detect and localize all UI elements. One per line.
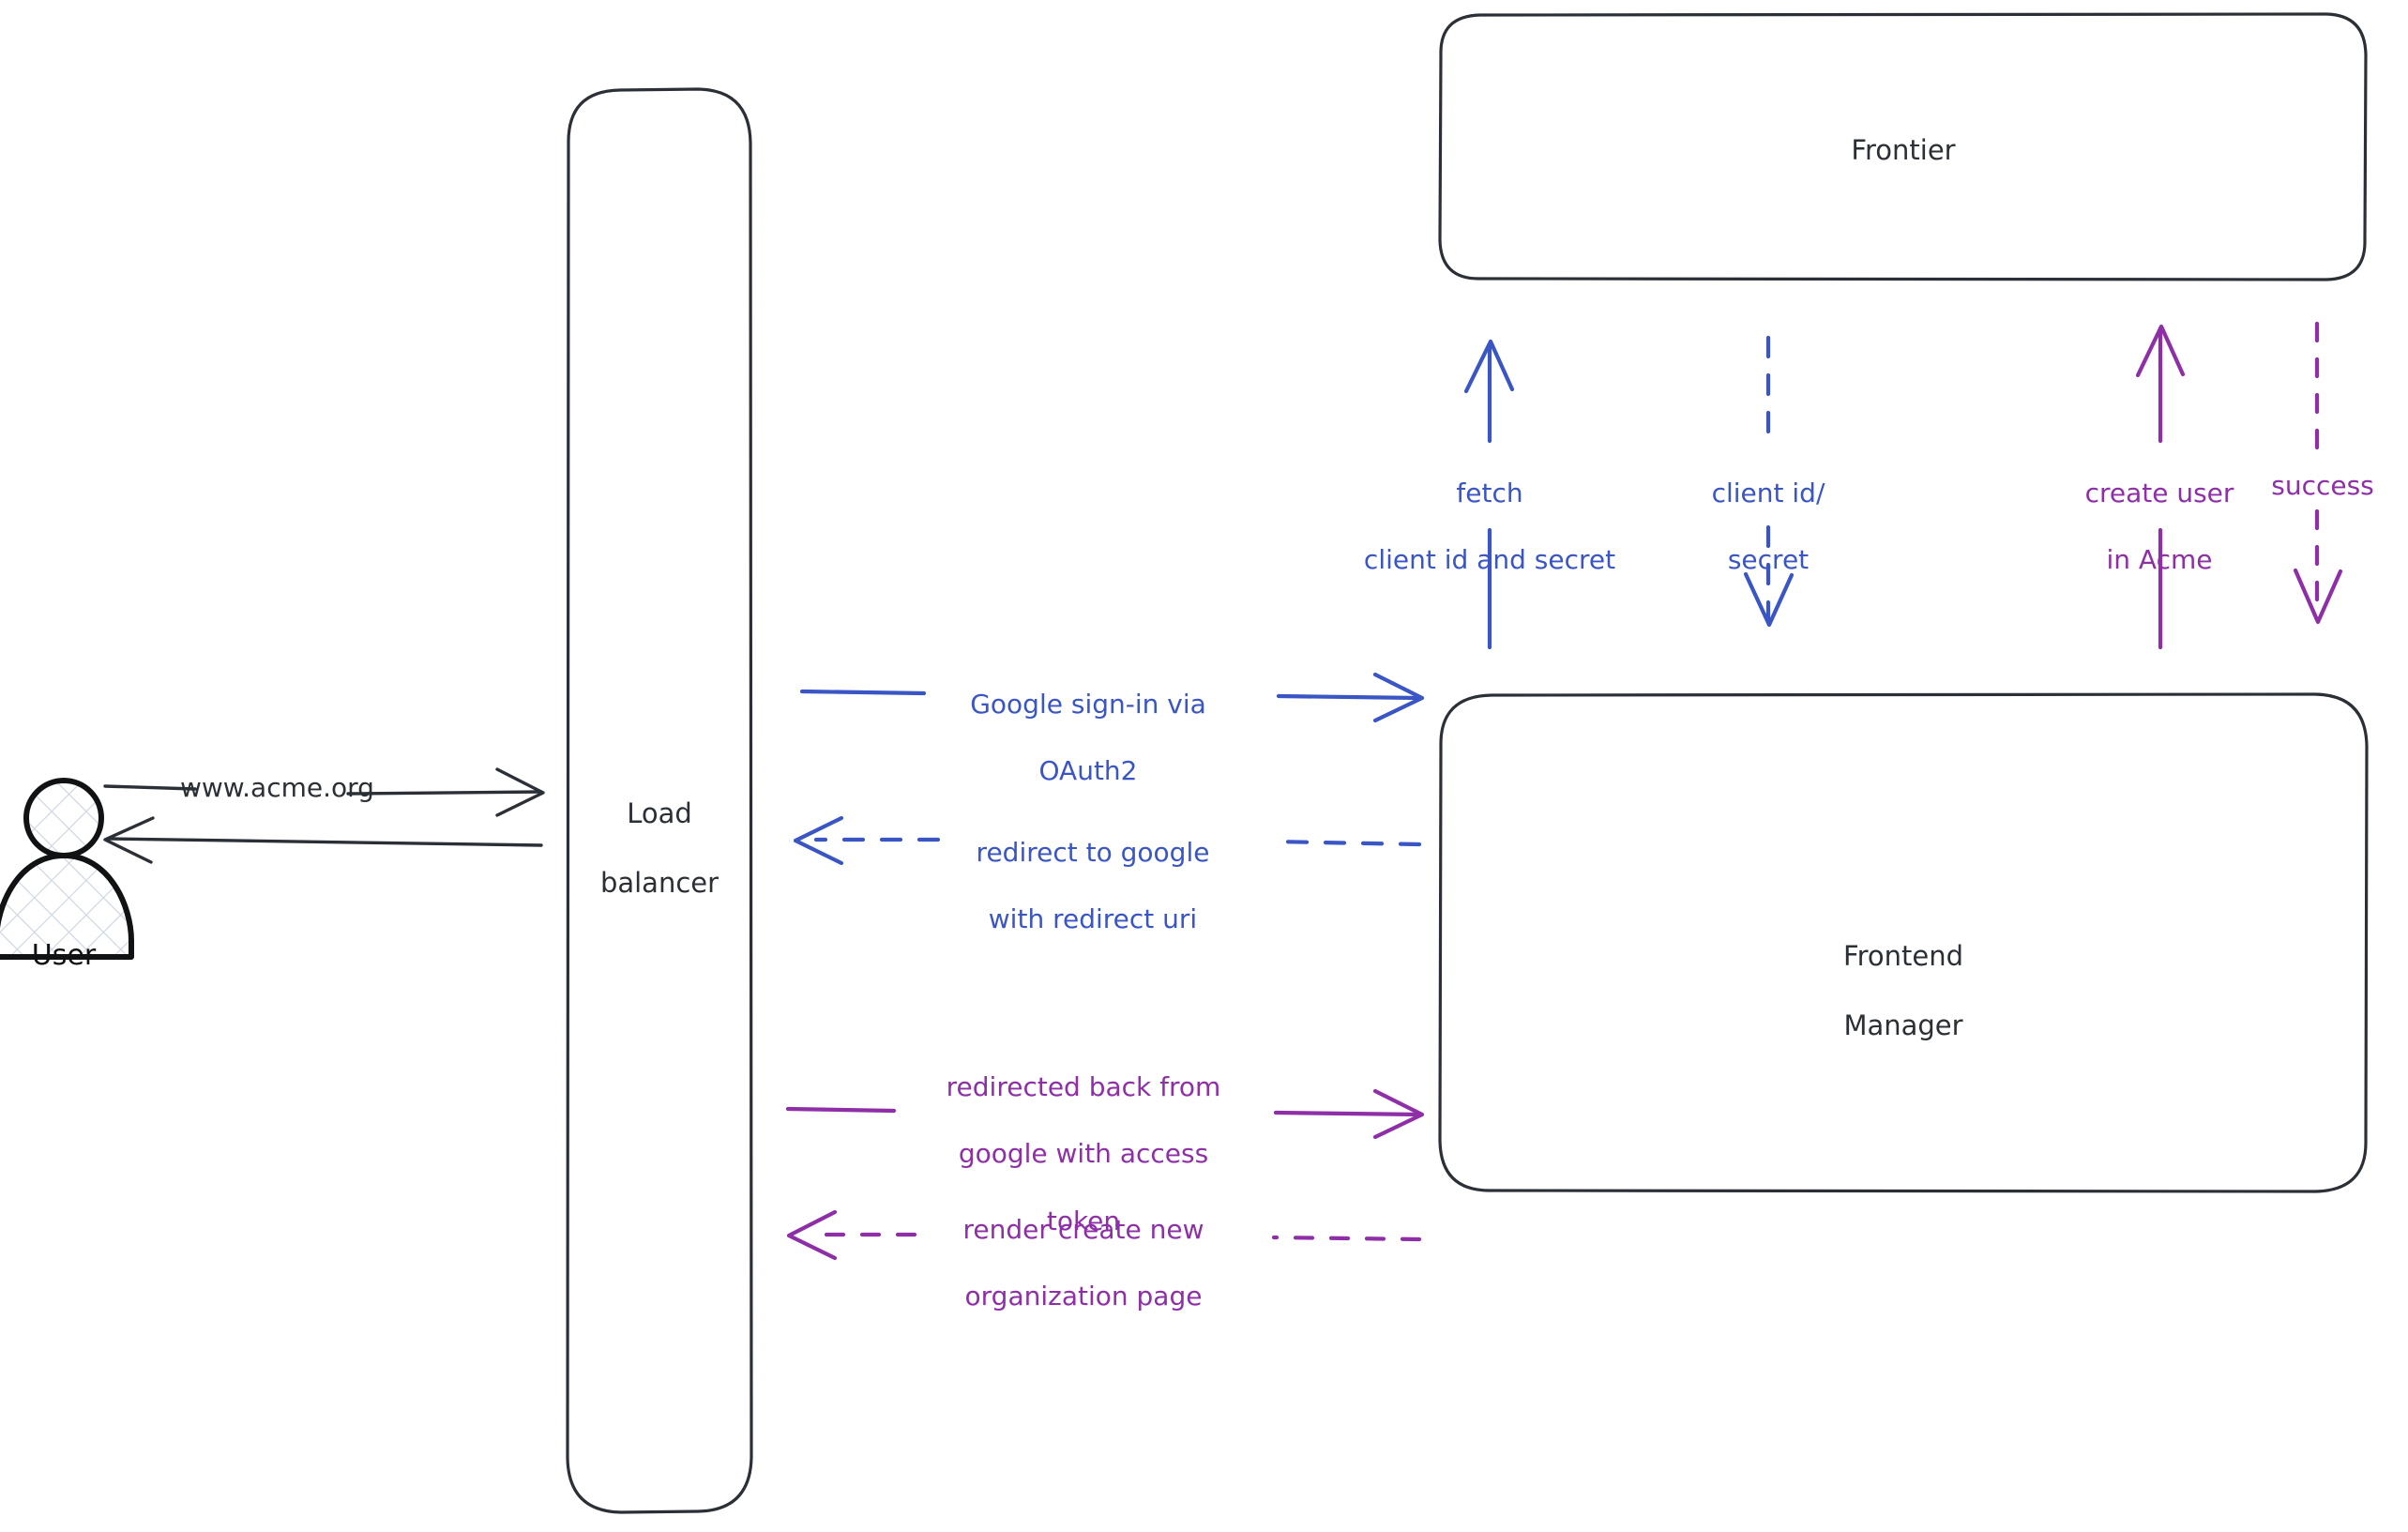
frontend-manager-node[interactable] bbox=[1438, 692, 2369, 1193]
edge-fetch-client-id-and-secret[interactable] bbox=[1463, 339, 1515, 650]
edge-load-balancer-to-user[interactable] bbox=[103, 816, 543, 864]
edge-success[interactable] bbox=[2293, 321, 2343, 625]
edge-google-signin-oauth2[interactable] bbox=[799, 672, 1425, 723]
edge-render-create-new-organization-page[interactable] bbox=[786, 1209, 1422, 1261]
edge-create-user-in-acme[interactable] bbox=[2135, 324, 2186, 650]
load-balancer-node[interactable] bbox=[566, 87, 753, 1514]
frontier-node[interactable] bbox=[1438, 12, 2368, 281]
edge-redirect-to-google[interactable] bbox=[793, 815, 1422, 866]
user-actor[interactable] bbox=[0, 778, 134, 960]
edge-user-to-load-balancer[interactable] bbox=[103, 767, 545, 817]
edge-client-id-secret[interactable] bbox=[1743, 335, 1795, 628]
edge-redirected-back-with-access-token[interactable] bbox=[785, 1088, 1425, 1140]
